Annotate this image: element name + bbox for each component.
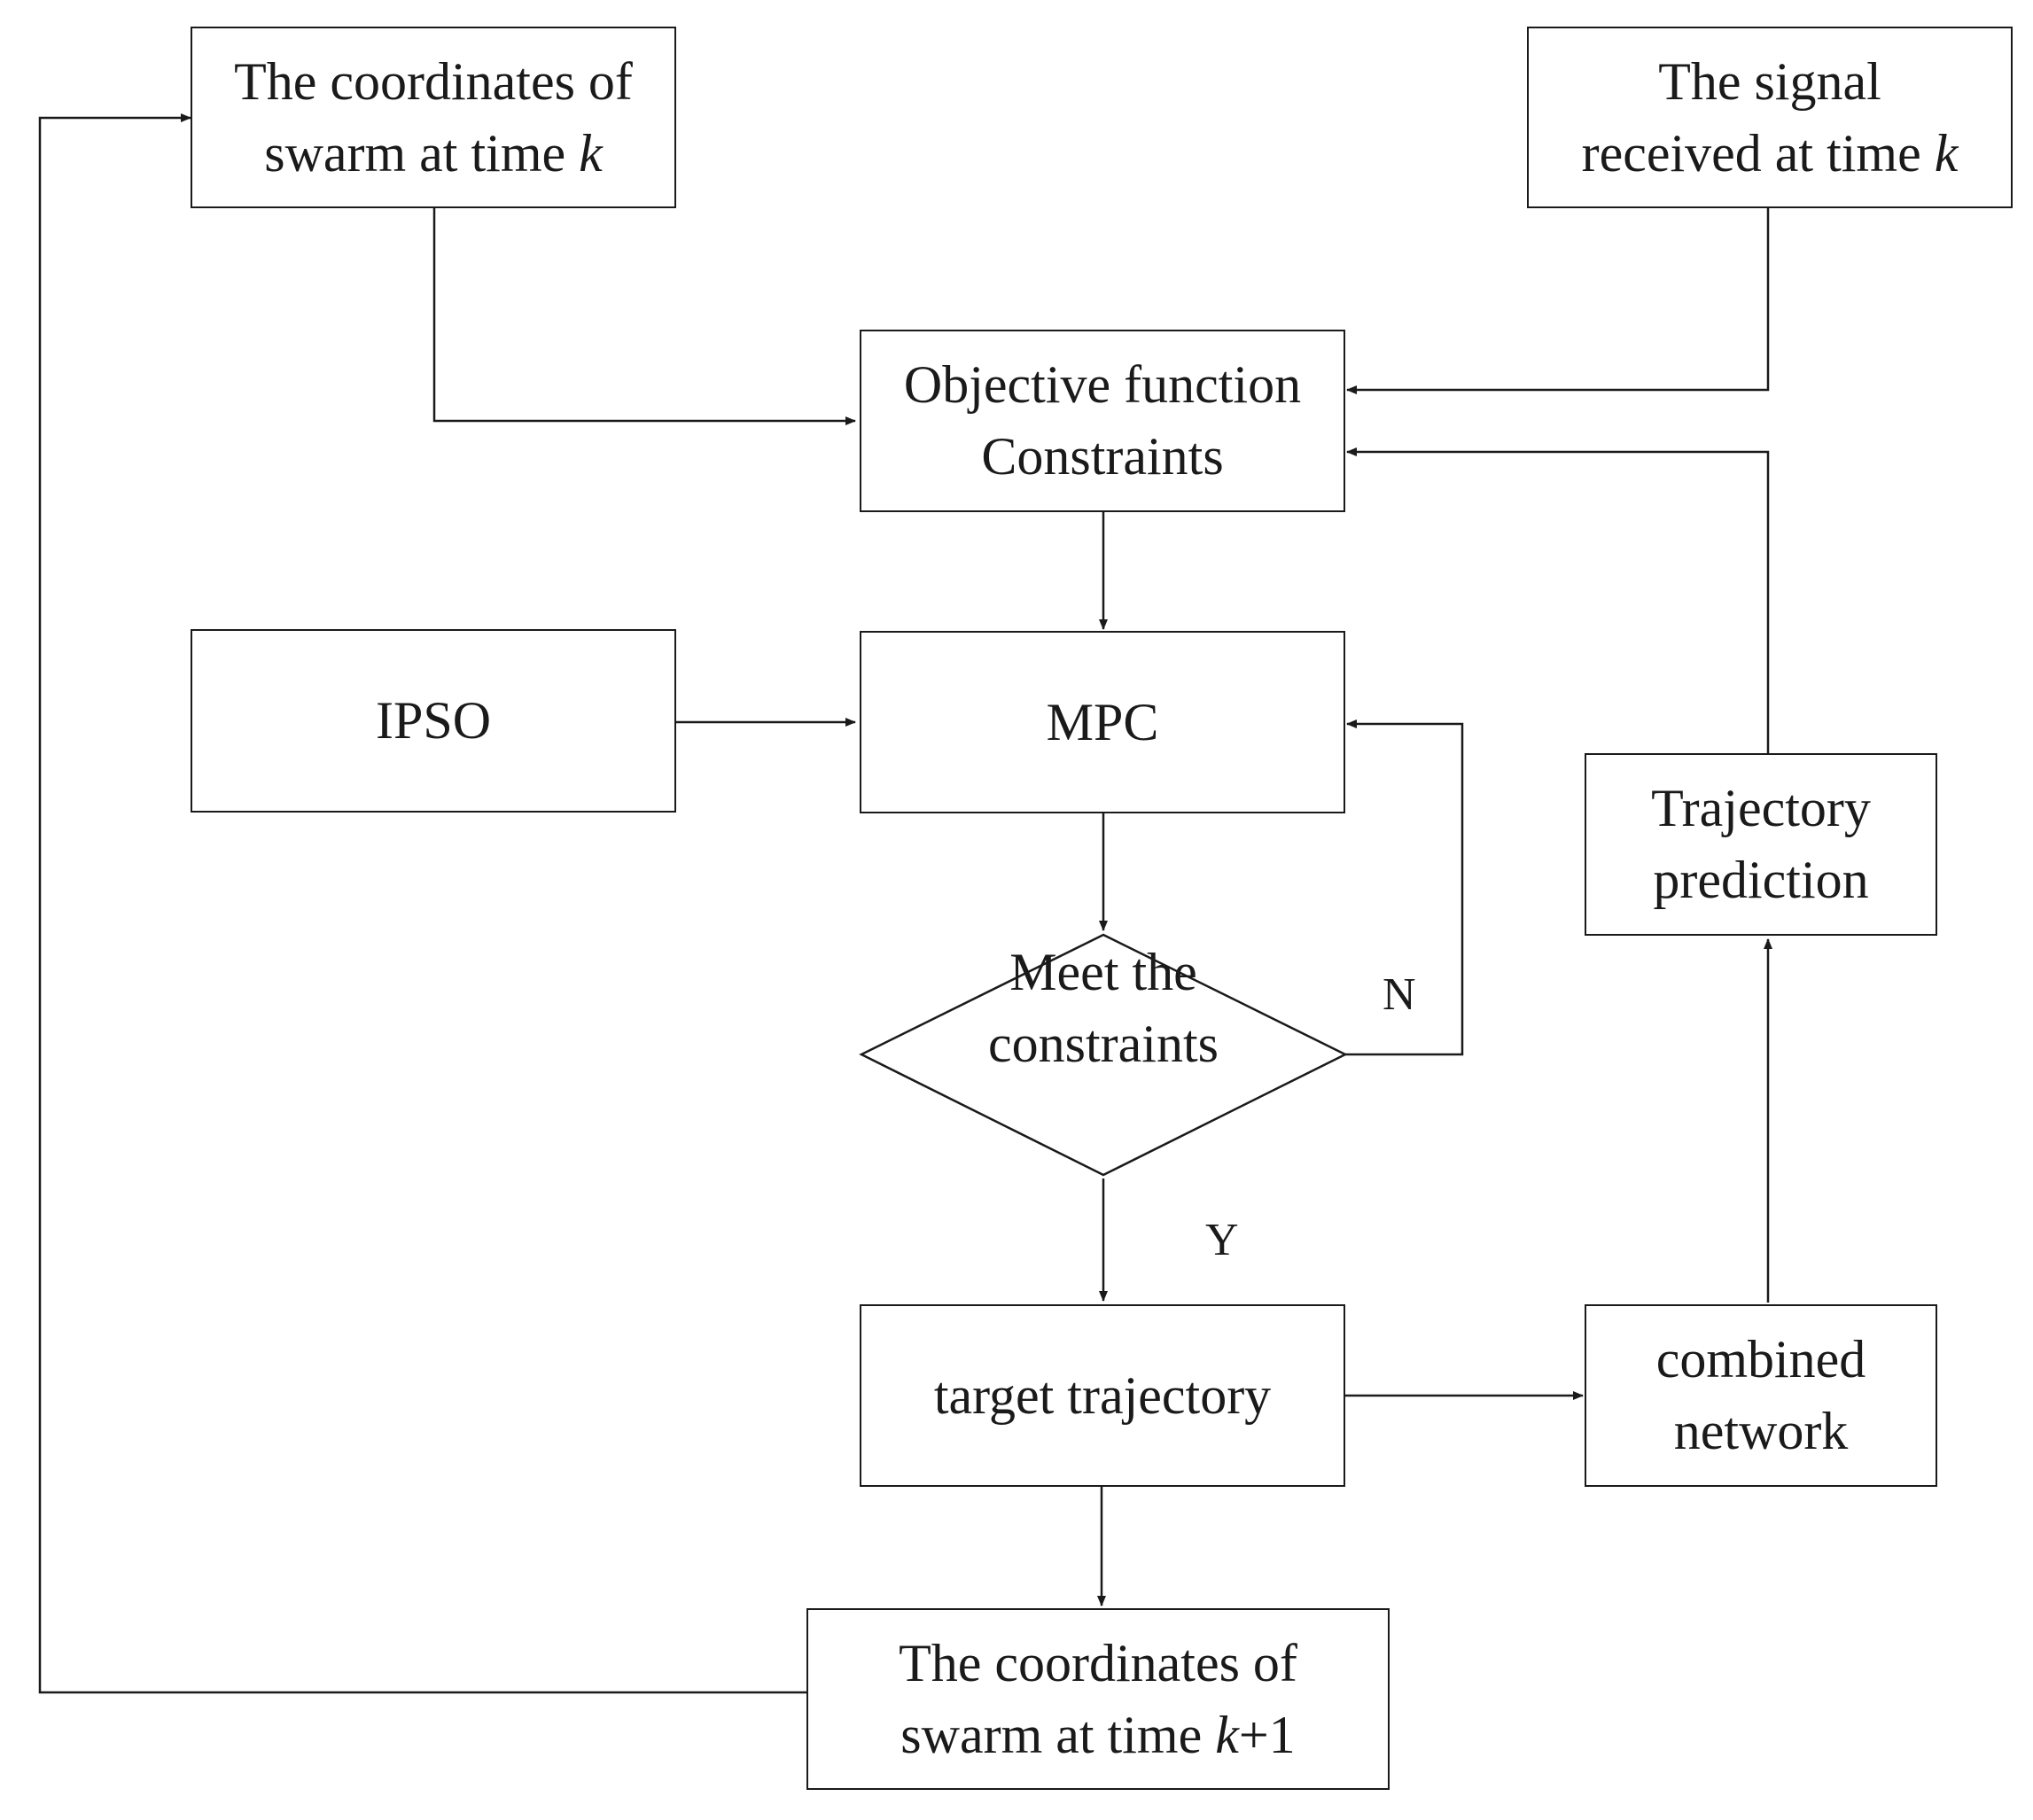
node-coordinates-k-line-2: swarm at time k — [264, 123, 603, 183]
edge-label-yes: Y — [1205, 1215, 1239, 1265]
node-trajectory-prediction: Trajectory prediction — [1585, 753, 1937, 936]
node-signal-received-k: The signal received at time k — [1527, 27, 2013, 208]
time-variable: k — [579, 123, 603, 183]
node-decision-text: Meet the constraints — [886, 935, 1320, 1081]
node-ipso-label: IPSO — [375, 691, 492, 750]
node-coordinates-k-line-1: The coordinates of — [234, 51, 633, 111]
node-signal-line-1: The signal — [1658, 51, 1881, 111]
node-coordinates-next-line-1: The coordinates of — [899, 1633, 1297, 1692]
node-prediction-line-2: prediction — [1653, 851, 1869, 909]
node-target-label: target trajectory — [933, 1365, 1272, 1425]
edge-signal-to-objective — [1346, 208, 1770, 394]
node-coordinates-k: The coordinates of swarm at time k — [191, 27, 676, 208]
node-mpc-label: MPC — [1046, 692, 1159, 751]
node-coordinates-k-plus-1: The coordinates of swarm at time k+1 — [806, 1608, 1390, 1790]
node-ipso: IPSO — [191, 629, 676, 813]
node-combined-line-2: network — [1673, 1402, 1849, 1460]
node-mpc: MPC — [860, 631, 1345, 813]
node-prediction-line-1: Trajectory — [1651, 779, 1871, 837]
edge-coords-to-objective — [432, 208, 856, 425]
node-signal-line-2: received at time k — [1581, 123, 1959, 183]
time-variable: k — [1934, 123, 1959, 183]
node-target-trajectory: target trajectory — [860, 1304, 1345, 1487]
time-variable: k — [1215, 1705, 1239, 1764]
node-objective-constraints: Objective function Constraints — [860, 330, 1345, 512]
node-coordinates-next-line-2: swarm at time k+1 — [900, 1705, 1296, 1764]
node-decision-line-1: Meet the — [1009, 942, 1197, 1001]
node-combined-network: combined network — [1585, 1304, 1937, 1487]
node-objective-line-1: Objective function — [903, 355, 1302, 414]
edge-feedback-to-coords — [38, 113, 806, 1694]
node-decision-line-2: constraints — [988, 1014, 1219, 1073]
node-objective-line-2: Constraints — [981, 427, 1224, 486]
decision-diamond-shape — [859, 933, 1348, 1177]
node-combined-line-1: combined — [1655, 1330, 1866, 1388]
edge-prediction-to-objective — [1346, 447, 1770, 753]
edge-decision-no-to-mpc — [1345, 719, 1464, 1056]
edge-label-no: N — [1383, 969, 1416, 1020]
